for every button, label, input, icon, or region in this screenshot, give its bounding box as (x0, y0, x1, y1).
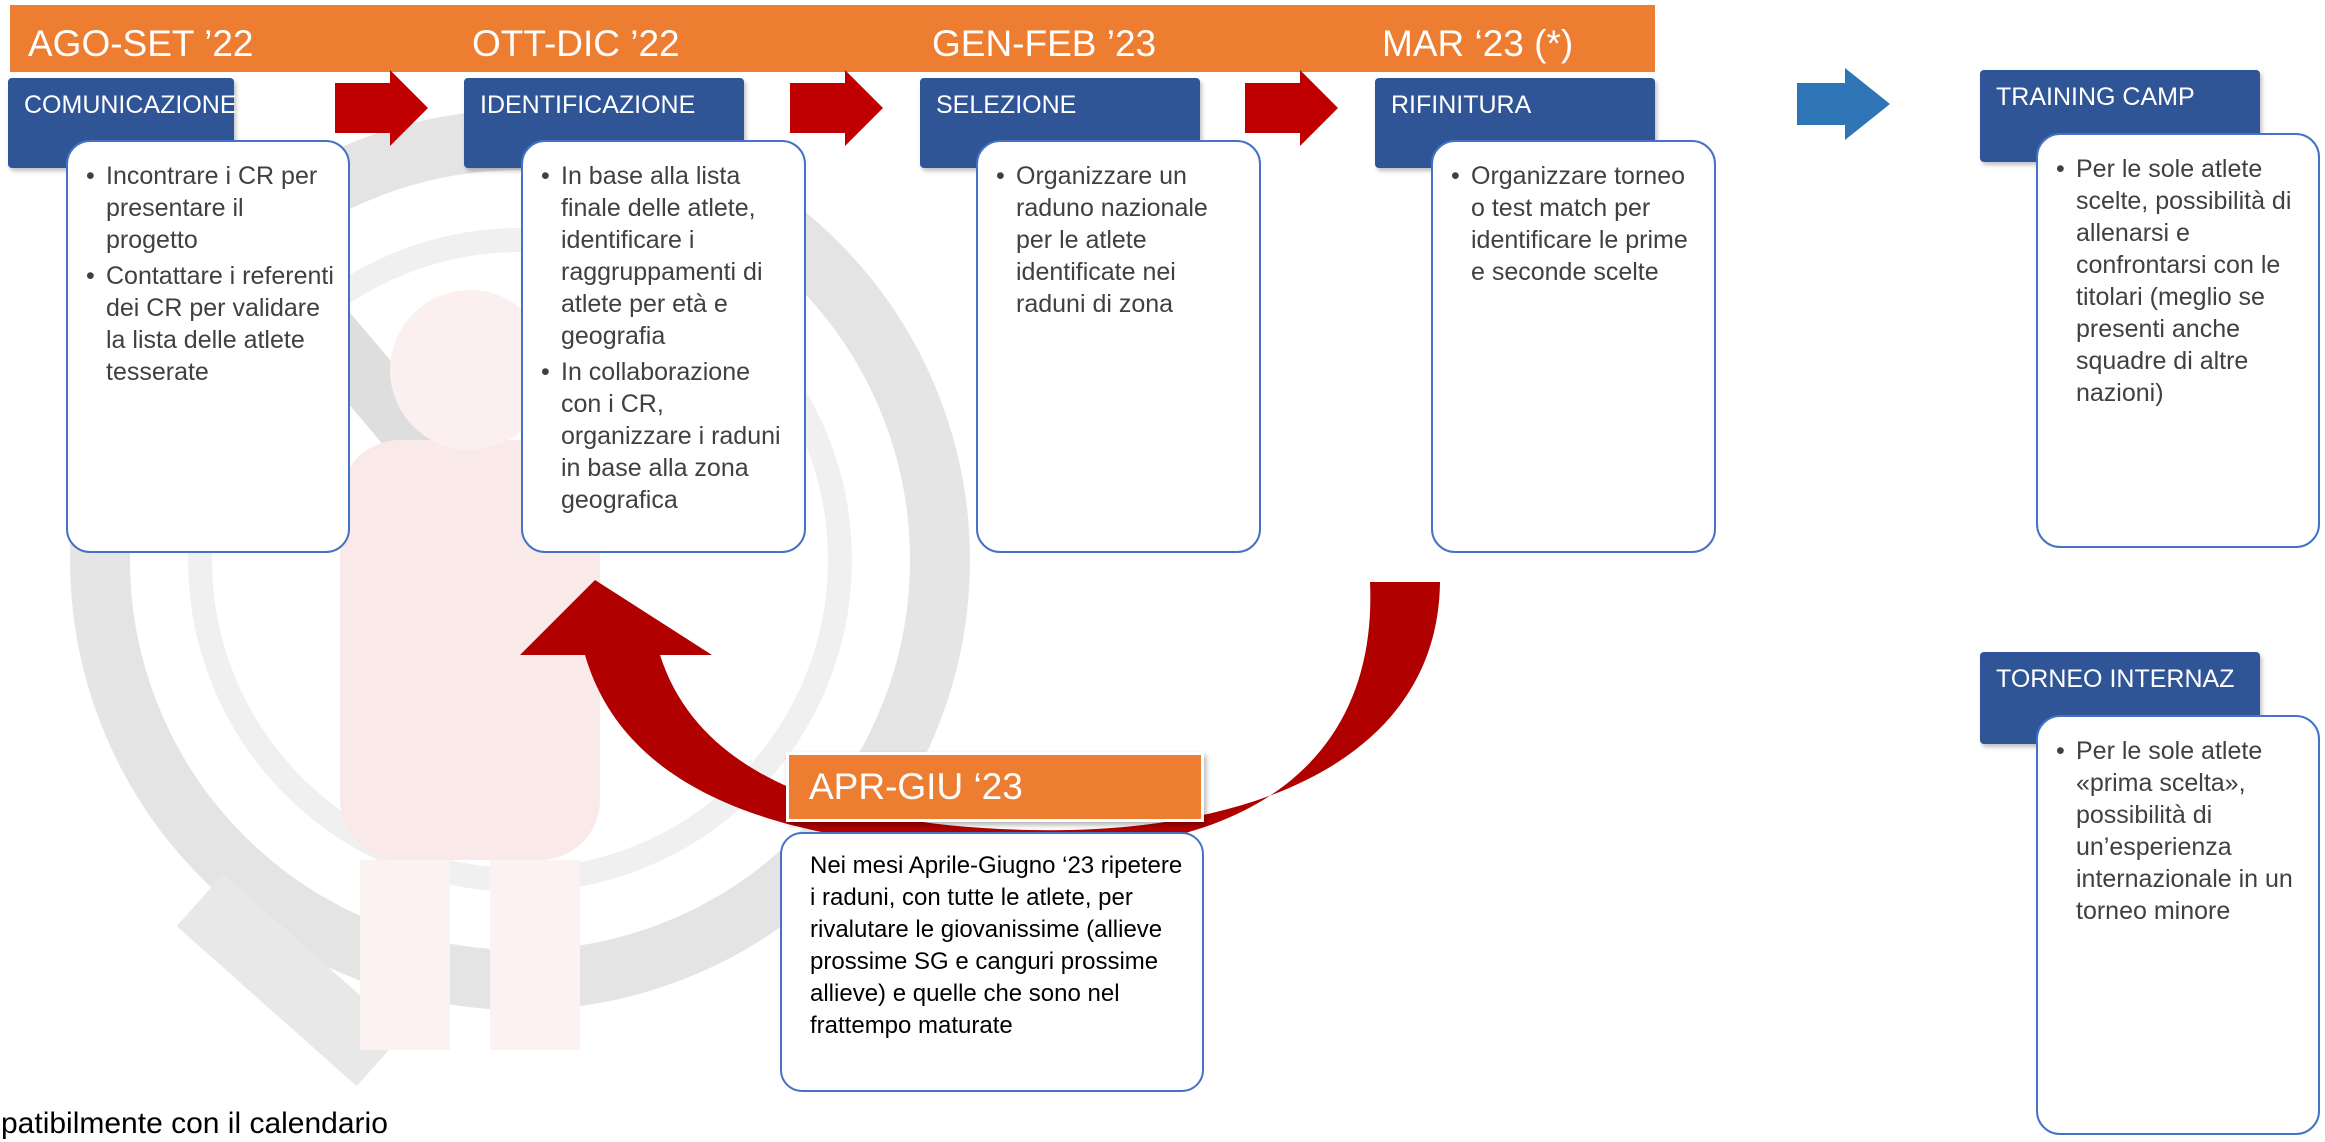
stage-detail-comunicazione: Incontrare i CR per presentare il proget… (66, 140, 350, 553)
bullet-item: Per le sole atlete scelte, possibilità d… (2056, 153, 2306, 409)
outcome-detail-training-camp: Per le sole atlete scelte, possibilità d… (2036, 133, 2320, 548)
bullet-item: Contattare i referenti dei CR per valida… (86, 260, 336, 388)
stage-title: RIFINITURA (1391, 91, 1532, 119)
bullet-item: Incontrare i CR per presentare il proget… (86, 160, 336, 256)
loop-period-header: APR-GIU ‘23 (786, 752, 1204, 822)
stage-title: IDENTIFICAZIONE (480, 91, 696, 119)
loop-description-box: Nei mesi Aprile-Giugno ‘23 ripetere i ra… (780, 832, 1204, 1092)
right-arrow-icon (1245, 70, 1338, 146)
footer-note: mpatibilmente con il calendario (0, 1107, 388, 1140)
period-label: AGO-SET ’22 (28, 23, 254, 64)
stage-title: COMUNICAZIONE (24, 91, 237, 119)
right-arrow-icon (790, 70, 883, 146)
stage-title: SELEZIONE (936, 91, 1077, 119)
stage-detail-selezione: Organizzare un raduno nazionale per le a… (976, 140, 1261, 553)
stage-detail-identificazione: In base alla lista finale delle atlete, … (521, 140, 806, 553)
bullet-item: Organizzare torneo o test match per iden… (1451, 160, 1702, 288)
outcome-title: TORNEO INTERNAZ (1996, 665, 2235, 693)
loop-period-label: APR-GIU ‘23 (809, 766, 1023, 807)
period-label: OTT-DIC ’22 (472, 23, 680, 64)
bullet-item: In collaborazione con i CR, organizzare … (541, 356, 792, 516)
right-arrow-icon (1797, 68, 1890, 140)
outcome-title: TRAINING CAMP (1996, 83, 2195, 111)
period-label: GEN-FEB ’23 (932, 23, 1157, 64)
stage-detail-rifinitura: Organizzare torneo o test match per iden… (1431, 140, 1716, 553)
right-arrow-icon (335, 70, 428, 146)
bullet-item: Organizzare un raduno nazionale per le a… (996, 160, 1247, 320)
period-label: MAR ‘23 (*) (1382, 23, 1574, 64)
bullet-item: Per le sole atlete «prima scelta», possi… (2056, 735, 2306, 927)
outcome-detail-torneo-internaz: Per le sole atlete «prima scelta», possi… (2036, 715, 2320, 1135)
timeline-bar: AGO-SET ’22 OTT-DIC ’22 GEN-FEB ’23 MAR … (10, 5, 1655, 72)
loop-description-text: Nei mesi Aprile-Giugno ‘23 ripetere i ra… (810, 852, 1183, 1039)
bullet-item: In base alla lista finale delle atlete, … (541, 160, 792, 352)
